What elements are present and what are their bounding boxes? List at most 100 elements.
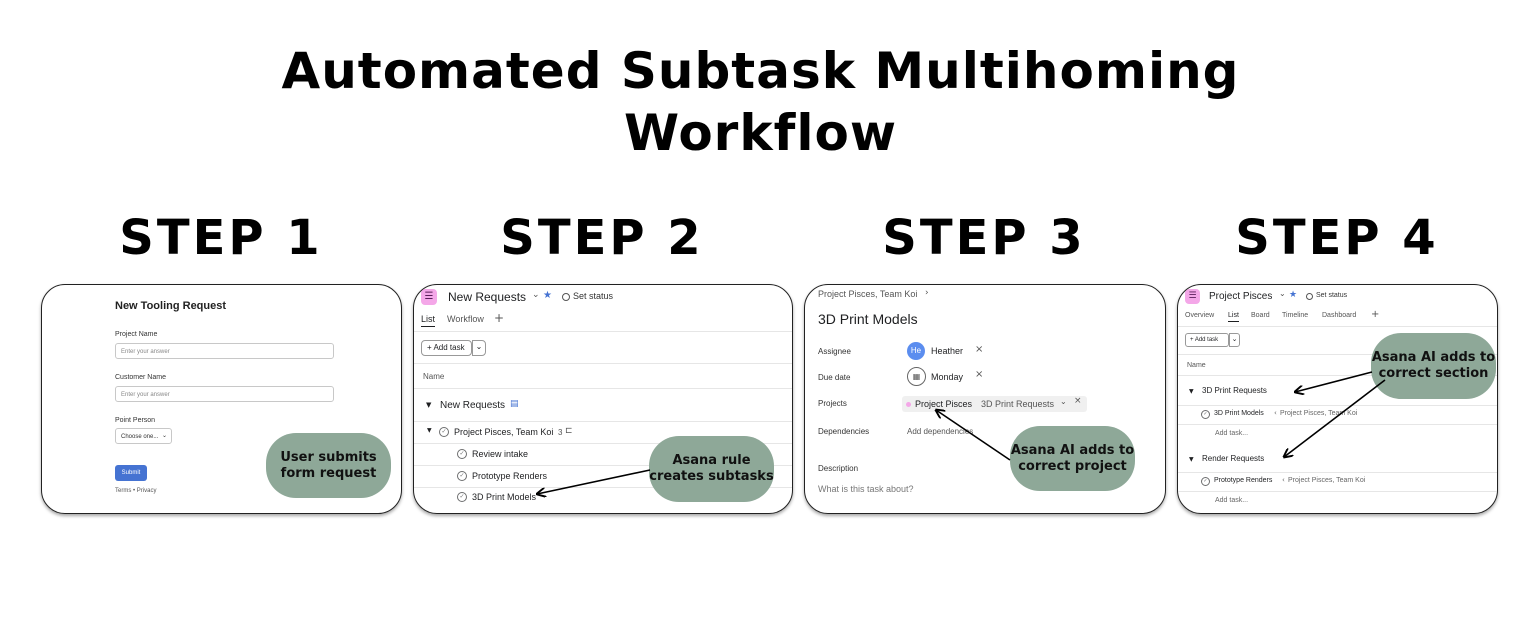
chevron-down-icon: ⌄ bbox=[161, 433, 167, 439]
add-task-dropdown-icon[interactable]: ⌄ bbox=[1229, 333, 1240, 347]
page-title: Automated Subtask Multihoming Workflow bbox=[0, 40, 1521, 164]
list-app-icon: ☰ bbox=[421, 289, 437, 305]
project-name-input[interactable]: Enter your answer bbox=[115, 343, 334, 359]
form-title: New Tooling Request bbox=[115, 300, 227, 312]
divider bbox=[414, 465, 792, 466]
chevron-down-icon[interactable]: ⌄ bbox=[1060, 397, 1067, 406]
subtask-name[interactable]: Prototype Renders bbox=[472, 471, 548, 481]
parent-task-name[interactable]: Project Pisces, Team Koi bbox=[454, 427, 554, 437]
step-1-heading: STEP 1 bbox=[119, 210, 323, 266]
description-input[interactable]: What is this task about? bbox=[818, 484, 914, 494]
column-name-header: Name bbox=[1187, 362, 1206, 369]
complete-check-icon[interactable]: ✓ bbox=[457, 449, 467, 459]
chevron-left-icon: ‹ bbox=[1274, 409, 1277, 417]
divider bbox=[1178, 354, 1497, 355]
add-task-button[interactable]: + Add task bbox=[1185, 333, 1229, 347]
close-icon[interactable]: × bbox=[1074, 396, 1082, 406]
add-task-inline[interactable]: Add task... bbox=[1215, 430, 1249, 437]
complete-check-icon[interactable]: ✓ bbox=[457, 492, 467, 502]
complete-check-icon[interactable]: ✓ bbox=[1201, 477, 1210, 486]
close-icon[interactable]: × bbox=[975, 369, 984, 380]
chevron-down-icon[interactable]: ⌄ bbox=[532, 290, 540, 300]
section-name[interactable]: New Requests bbox=[440, 400, 506, 411]
star-icon[interactable]: ★ bbox=[543, 290, 552, 301]
task-title[interactable]: 3D Print Models bbox=[818, 311, 918, 327]
description-label: Description bbox=[818, 464, 859, 473]
tab-list[interactable]: List bbox=[421, 314, 436, 327]
set-status-button[interactable]: Set status bbox=[573, 291, 614, 301]
add-task-inline[interactable]: Add task... bbox=[1215, 497, 1249, 504]
chevron-down-icon[interactable]: ⌄ bbox=[1279, 289, 1286, 298]
complete-check-icon[interactable]: ✓ bbox=[1201, 410, 1210, 419]
projects-label: Projects bbox=[818, 399, 847, 408]
step-4-panel: ☰ Project Pisces ⌄ ★ Set status Overview… bbox=[1177, 284, 1498, 514]
add-tab-icon[interactable]: + bbox=[1371, 309, 1380, 320]
step-1-callout: User submits form request bbox=[266, 433, 391, 498]
parent-task-link[interactable]: Project Pisces, Team Koi bbox=[1288, 477, 1366, 484]
project-name[interactable]: Project Pisces bbox=[915, 399, 973, 409]
assignee-name[interactable]: Heather bbox=[931, 346, 964, 356]
customer-name-label: Customer Name bbox=[115, 374, 166, 381]
section-collapse-icon[interactable]: ▼ bbox=[1189, 388, 1194, 395]
step-2-heading: STEP 2 bbox=[500, 210, 704, 266]
add-tab-icon[interactable]: + bbox=[494, 311, 505, 325]
subtask-name[interactable]: Review intake bbox=[472, 449, 529, 459]
tab-timeline[interactable]: Timeline bbox=[1282, 312, 1309, 319]
breadcrumb[interactable]: Project Pisces, Team Koi bbox=[818, 289, 918, 299]
section-collapse-icon[interactable]: ▼ bbox=[426, 401, 432, 409]
divider bbox=[1178, 424, 1497, 425]
divider bbox=[414, 388, 792, 389]
tab-list[interactable]: List bbox=[1228, 312, 1239, 322]
complete-check-icon[interactable]: ✓ bbox=[457, 471, 467, 481]
step-3-callout: Asana AI adds to correct project bbox=[1010, 426, 1135, 491]
parent-task-link[interactable]: Project Pisces, Team Koi bbox=[1280, 410, 1358, 417]
project-title[interactable]: Project Pisces bbox=[1209, 291, 1273, 302]
due-date-value[interactable]: Monday bbox=[931, 372, 964, 382]
project-chip[interactable] bbox=[902, 396, 1087, 412]
add-task-dropdown-icon[interactable]: ⌄ bbox=[472, 340, 486, 356]
set-status-button[interactable]: Set status bbox=[1316, 292, 1348, 299]
step-4-heading: STEP 4 bbox=[1235, 210, 1439, 266]
divider bbox=[1178, 472, 1497, 473]
title-line-1: Automated Subtask Multihoming bbox=[281, 42, 1240, 100]
divider bbox=[414, 421, 792, 422]
add-dependencies-button[interactable]: Add dependencies bbox=[907, 427, 974, 436]
point-person-select-value: Choose one... bbox=[121, 434, 159, 440]
footer-links[interactable]: Terms • Privacy bbox=[115, 488, 157, 494]
customer-name-input[interactable]: Enter your answer bbox=[115, 386, 334, 402]
project-name-label: Project Name bbox=[115, 331, 158, 338]
project-title[interactable]: New Requests bbox=[448, 290, 527, 304]
assignee-label: Assignee bbox=[818, 347, 851, 356]
tab-overview[interactable]: Overview bbox=[1185, 312, 1215, 319]
divider bbox=[414, 331, 792, 332]
add-task-button[interactable]: + Add task bbox=[421, 340, 472, 356]
close-icon[interactable]: × bbox=[975, 344, 984, 355]
tab-dashboard[interactable]: Dashboard bbox=[1322, 312, 1357, 319]
task-name[interactable]: Prototype Renders bbox=[1214, 477, 1273, 484]
project-section[interactable]: 3D Print Requests bbox=[981, 399, 1055, 409]
point-person-select[interactable]: Choose one... ⌄ bbox=[115, 428, 172, 444]
step-1-panel: New Tooling Request Project Name Enter y… bbox=[41, 284, 402, 514]
task-expand-icon[interactable]: ▼ bbox=[427, 427, 432, 434]
tab-workflow[interactable]: Workflow bbox=[447, 314, 484, 324]
subtask-count: 3 bbox=[558, 428, 563, 437]
tab-board[interactable]: Board bbox=[1251, 312, 1270, 319]
section-name[interactable]: Render Requests bbox=[1202, 454, 1265, 463]
section-name[interactable]: 3D Print Requests bbox=[1202, 386, 1267, 395]
subtask-name[interactable]: 3D Print Models bbox=[472, 492, 537, 502]
step-2-callout: Asana rule creates subtasks bbox=[649, 436, 774, 502]
project-color-dot bbox=[906, 402, 911, 407]
submit-button[interactable]: Submit bbox=[115, 465, 147, 481]
complete-check-icon[interactable]: ✓ bbox=[439, 427, 449, 437]
point-person-label: Point Person bbox=[115, 417, 156, 424]
divider bbox=[1178, 405, 1497, 406]
task-name[interactable]: 3D Print Models bbox=[1214, 410, 1264, 417]
chevron-left-icon: ‹ bbox=[1282, 476, 1285, 484]
subtask-icon: ⊏ bbox=[565, 426, 573, 436]
avatar[interactable]: He bbox=[907, 342, 925, 360]
column-name-header: Name bbox=[423, 372, 445, 381]
divider bbox=[414, 363, 792, 364]
section-collapse-icon[interactable]: ▼ bbox=[1189, 456, 1194, 463]
calendar-icon[interactable]: ▦ bbox=[907, 367, 926, 386]
star-icon[interactable]: ★ bbox=[1289, 290, 1298, 300]
